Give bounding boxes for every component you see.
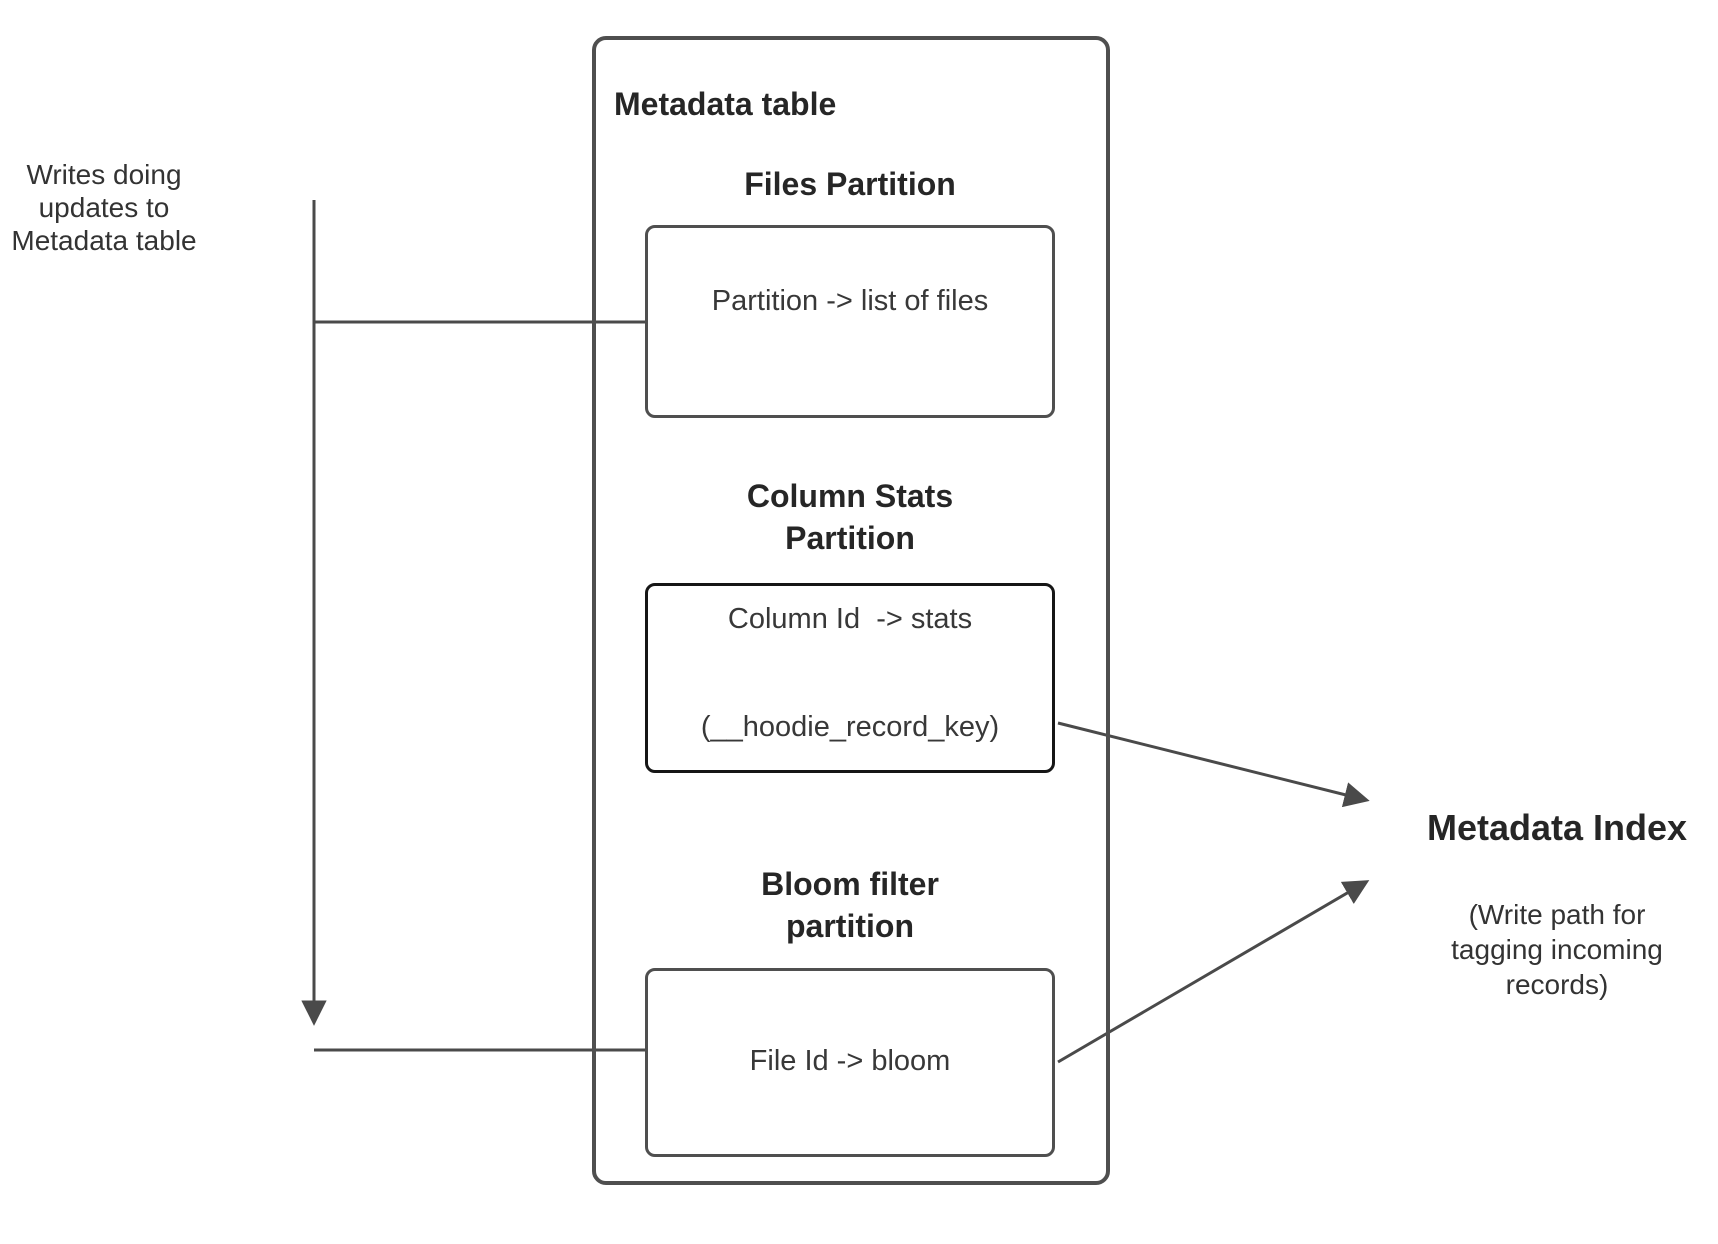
metadata-index-subtitle-line: records) (1505, 969, 1609, 1000)
files-partition-content: Partition -> list of files (711, 285, 989, 317)
writes-annotation: Writes doing updates to Metadata table (8, 158, 200, 257)
bloom-filter-heading-line: Bloom filter (761, 866, 939, 902)
column-stats-content-line: Column Id -> stats (727, 603, 973, 635)
column-stats-heading-line: Column Stats (746, 478, 954, 514)
files-partition-heading-line: Files Partition (744, 166, 956, 202)
writes-annotation-line: updates to (38, 192, 170, 223)
bloom-filter-partition-heading: Bloom filter partition (645, 863, 1055, 947)
bloom-filter-heading-line: partition (786, 908, 914, 944)
files-partition-box: Partition -> list of files (645, 225, 1055, 418)
writes-annotation-line: Writes doing (26, 159, 182, 190)
metadata-index-subtitle-line: tagging incoming (1451, 934, 1663, 965)
column-stats-partition-heading: Column Stats Partition (645, 475, 1055, 559)
writes-annotation-line: Metadata table (11, 225, 197, 256)
column-stats-heading-line: Partition (785, 520, 915, 556)
metadata-index-title: Metadata Index (1426, 807, 1688, 848)
metadata-table-container (592, 36, 1110, 1185)
bloom-filter-partition-box: File Id -> bloom (645, 968, 1055, 1157)
column-stats-content: Column Id -> stats (__hoodie_record_key) (701, 529, 999, 817)
files-partition-heading: Files Partition (645, 163, 1055, 205)
bloom-filter-content: File Id -> bloom (749, 1044, 951, 1077)
metadata-table-title: Metadata table (614, 86, 837, 122)
metadata-index-subtitle: (Write path for tagging incoming records… (1407, 897, 1707, 1002)
column-stats-partition-box: Column Id -> stats (__hoodie_record_key) (645, 583, 1055, 773)
column-stats-content-line: (__hoodie_record_key) (700, 711, 1000, 743)
metadata-index-subtitle-line: (Write path for (1468, 899, 1646, 930)
